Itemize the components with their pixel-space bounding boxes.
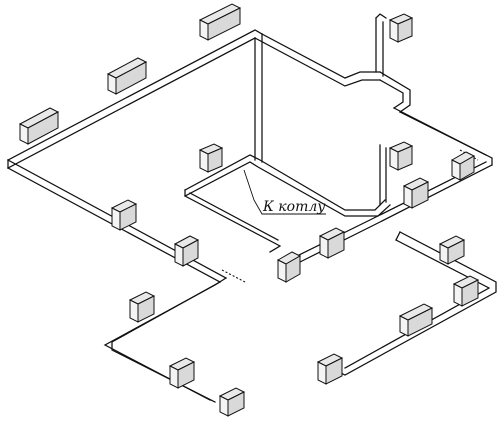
radiator-13: [438, 235, 466, 265]
boiler-callout: К котлу: [243, 169, 326, 215]
pipe-network: [7, 13, 497, 403]
radiator-9: [110, 199, 138, 231]
pipe-inner-loop-d: [189, 192, 279, 241]
radiator-8: [450, 151, 476, 181]
pipe-lower-right-b: [344, 239, 491, 369]
pipe-inner-loop-a: [184, 154, 386, 211]
pipe-top-right-a: [261, 33, 381, 79]
radiator-17: [168, 357, 196, 389]
radiator-2: [106, 57, 148, 95]
radiator-16: [398, 303, 434, 337]
radiator-5: [198, 143, 224, 173]
radiators: [18, 3, 480, 417]
pipe-right-run-a: [399, 111, 493, 166]
pipe-main-left-upper: [7, 29, 263, 161]
radiator-1: [198, 3, 242, 41]
boiler-leader-line: [243, 169, 326, 215]
radiator-10: [173, 235, 200, 267]
pipe-right-dash: [459, 149, 479, 161]
radiator-6: [388, 141, 414, 171]
radiator-14: [452, 275, 480, 307]
pipe-lower-right-c: [395, 231, 401, 241]
radiator-11: [318, 227, 346, 259]
radiator-19: [316, 353, 344, 385]
radiator-3: [18, 107, 60, 145]
pipe-inner-loop-c: [184, 189, 282, 253]
pipe-riser-upper-right-c: [375, 13, 387, 19]
radiator-7: [402, 177, 430, 209]
pipe-inner-loop-b: [184, 161, 391, 217]
pipe-main-left-lower: [7, 37, 256, 169]
radiator-12: [276, 251, 302, 283]
radiator-18: [218, 387, 246, 417]
pipe-lower-left-a: [103, 277, 227, 401]
pipe-lower-left-b: [111, 281, 221, 403]
pipe-top-right-c: [379, 71, 411, 113]
pipe-top-right-d: [379, 79, 404, 109]
boiler-label: К котлу: [262, 199, 326, 215]
pipe-top-right-b: [254, 37, 381, 87]
pipe-right-run-b: [393, 107, 487, 156]
radiator-4: [388, 13, 414, 43]
pipe-lower-dash: [221, 269, 246, 283]
pipe-lower-right-a: [334, 231, 497, 376]
radiator-15: [128, 291, 156, 323]
